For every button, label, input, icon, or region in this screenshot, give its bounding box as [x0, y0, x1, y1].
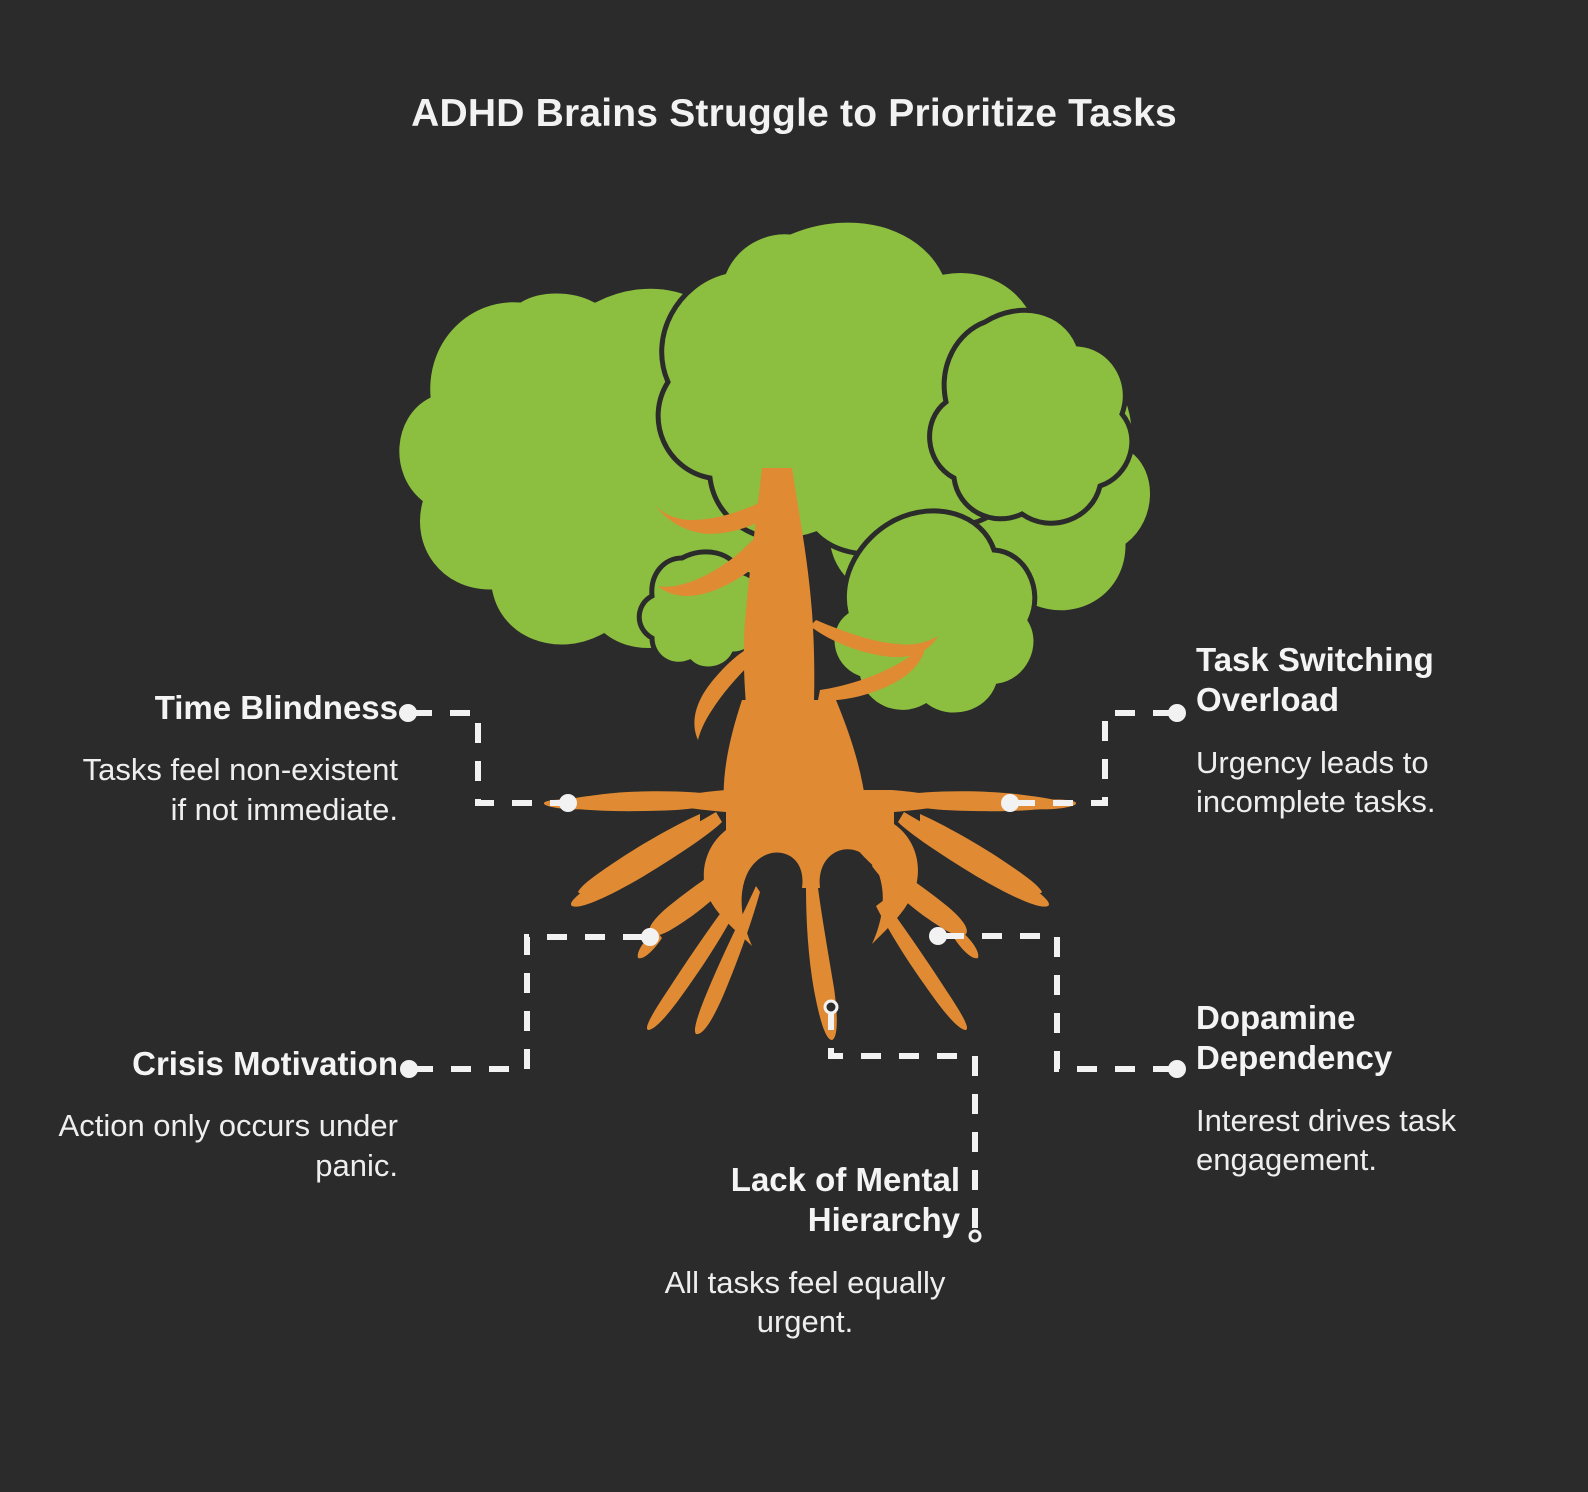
- root-left-diagonal-2: [578, 814, 700, 894]
- connector-crisis-motivation: [413, 934, 646, 1072]
- callout-title: Time Blindness: [154, 689, 398, 726]
- trunk-group: [656, 468, 938, 812]
- callout-time-blindness: Time Blindness Tasks feel non-existent i…: [68, 688, 398, 829]
- connector-task-switching: [1014, 710, 1173, 806]
- root-right-horizontal-tip: [1028, 799, 1077, 810]
- dot-crisis-motivation-label: [400, 1060, 418, 1078]
- branch-upper-left: [656, 500, 780, 534]
- root-crown: [656, 790, 962, 946]
- leaf-cluster-top-center: [655, 217, 1062, 557]
- foliage-group: [394, 217, 1155, 718]
- dot-hierarchy-label: [968, 1229, 982, 1243]
- root-inner-left: [700, 836, 762, 891]
- connector-group: [412, 710, 1173, 1233]
- leaf-cluster-small-left: [636, 549, 767, 672]
- leaf-cluster-left: [394, 283, 840, 653]
- callout-lack-of-mental-hierarchy: Lack of Mental Hierarchy All tasks feel …: [650, 1160, 960, 1341]
- dot-dopamine-label: [1168, 1060, 1186, 1078]
- dot-task-switching-label: [1168, 704, 1186, 722]
- branch-lower-left: [694, 646, 754, 740]
- trunk-flare: [723, 700, 866, 806]
- leaf-cluster-far-right: [927, 307, 1135, 526]
- root-left-long-2: [646, 900, 738, 1030]
- dot-time-blindness-label: [399, 704, 417, 722]
- root-left-horizontal: [556, 791, 728, 812]
- callout-title: Dopamine Dependency: [1196, 999, 1393, 1077]
- callout-title: Crisis Motivation: [132, 1045, 398, 1082]
- root-center-long: [806, 886, 837, 1040]
- leaf-cluster-mid-right: [829, 508, 1039, 718]
- callout-body: All tasks feel equally urgent.: [664, 1264, 946, 1339]
- connector-time-blindness: [412, 710, 564, 806]
- callout-title: Lack of Mental Hierarchy: [730, 1161, 960, 1239]
- root-right-mid-tip: [954, 930, 979, 959]
- dot-task-switching-root: [1001, 794, 1019, 812]
- dot-dopamine-root: [929, 927, 947, 945]
- root-right-long: [876, 900, 968, 1030]
- trunk: [740, 468, 832, 812]
- callout-crisis-motivation: Crisis Motivation Action only occurs und…: [48, 1044, 398, 1185]
- root-right-mid: [872, 856, 967, 936]
- branch-upper-left-2: [658, 520, 786, 596]
- root-right-diagonal-2: [920, 814, 1042, 894]
- root-inner-right: [850, 836, 912, 891]
- root-group: [543, 790, 1077, 1040]
- callout-body: Interest drives task engagement.: [1196, 1102, 1457, 1177]
- root-right-diagonal: [898, 812, 1049, 907]
- root-right-horizontal: [892, 791, 1064, 812]
- branch-mid-right: [810, 620, 938, 658]
- connector-dopamine-dependency: [942, 933, 1173, 1072]
- callout-body: Tasks feel non-existent if not immediate…: [82, 752, 398, 827]
- root-left-horizontal-tip: [543, 799, 592, 810]
- leaf-cluster-back-right: [797, 283, 1155, 636]
- dot-crisis-motivation-root: [641, 928, 659, 946]
- callout-body: Action only occurs under panic.: [58, 1108, 398, 1183]
- root-left-diagonal: [571, 812, 722, 907]
- root-left-mid-tip: [637, 930, 662, 959]
- page-title: ADHD Brains Struggle to Prioritize Tasks: [411, 92, 1177, 135]
- dot-time-blindness-root: [559, 794, 577, 812]
- branch-lower-right: [818, 640, 926, 701]
- root-left-long: [694, 886, 760, 1035]
- callout-task-switching-overload: Task Switching Overload Urgency leads to…: [1196, 640, 1536, 821]
- dot-hierarchy-root: [823, 999, 839, 1015]
- callout-body: Urgency leads to incomplete tasks.: [1196, 744, 1436, 819]
- callout-title: Task Switching Overload: [1196, 641, 1434, 719]
- callout-dopamine-dependency: Dopamine Dependency Interest drives task…: [1196, 998, 1536, 1179]
- root-left-mid: [649, 856, 744, 936]
